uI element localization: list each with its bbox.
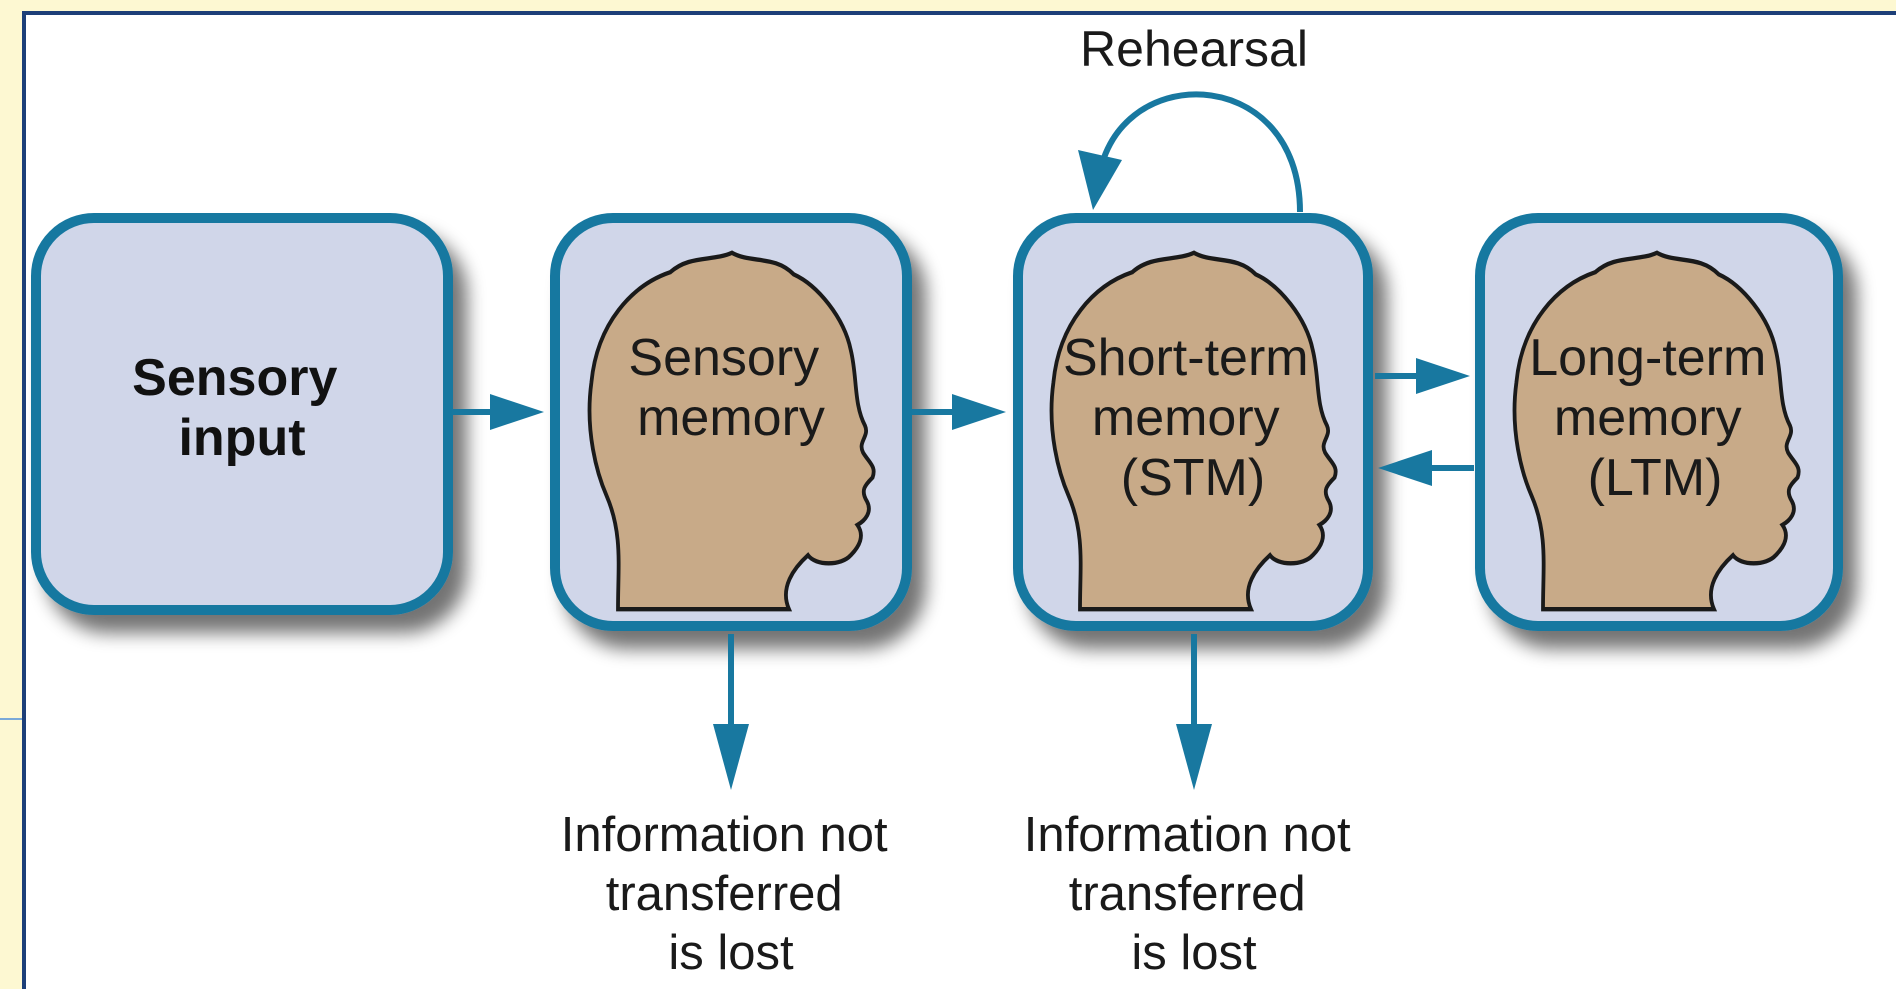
lost-left-line1: Information not [561,808,888,862]
sensory-memory-label: Sensory memory [628,329,833,447]
stm-line1: Short-term [1063,329,1309,387]
lost-label-right: Information not transferred is lost [1024,808,1364,980]
arrow-ltm-to-stm [1378,450,1474,486]
lost-right-line1: Information not [1024,808,1351,862]
sensory-memory-line2: memory [637,389,825,447]
ltm-line1: Long-term [1529,329,1766,387]
sensory-memory-line1: Sensory [628,329,819,387]
box-sensory-input [31,213,453,615]
ltm-line3: (LTM) [1588,449,1723,507]
lost-right-line2: transferred [1069,867,1306,921]
rehearsal-label: Rehearsal [1080,21,1308,77]
ltm-label: Long-term memory (LTM) [1529,329,1780,507]
stm-line2: memory [1092,389,1280,447]
lost-left-line2: transferred [606,867,843,921]
arrow-sensory-lost [713,634,749,790]
lost-left-line3: is lost [668,926,794,980]
rehearsal-loop-arrow [1078,91,1303,213]
stm-label: Short-term memory (STM) [1063,329,1323,507]
lost-right-line3: is lost [1131,926,1257,980]
ltm-line2: memory [1554,389,1742,447]
arrow-input-to-sensory [452,394,544,430]
arrow-sensory-to-stm [912,394,1006,430]
arrow-stm-to-ltm [1375,358,1470,394]
sensory-input-line1: Sensory [132,349,337,407]
lost-label-left: Information not transferred is lost [561,808,901,980]
arrow-stm-lost [1176,634,1212,790]
sensory-input-label: Sensory input [132,349,352,467]
sensory-input-line2: input [178,409,305,467]
left-margin-rule [0,718,22,720]
stm-line3: (STM) [1121,449,1265,507]
